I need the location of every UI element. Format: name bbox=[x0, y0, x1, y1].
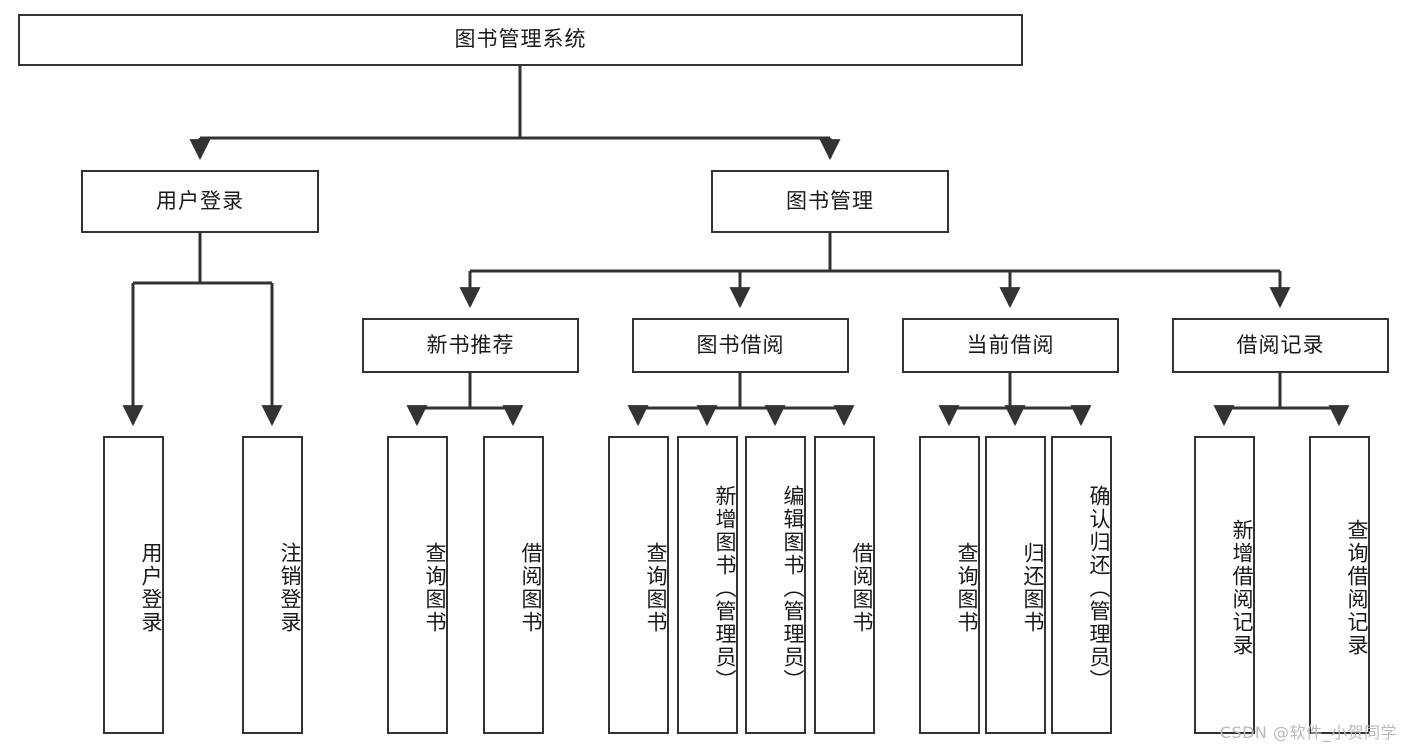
node-leaf-add-book[interactable]: 新增图书（管理员） bbox=[677, 436, 738, 734]
node-leaf-add-record-label: 新增借阅记录 bbox=[1230, 519, 1254, 657]
node-new-book-recommend[interactable]: 新书推荐 bbox=[362, 318, 579, 373]
node-leaf-edit-book[interactable]: 编辑图书（管理员） bbox=[745, 436, 806, 734]
node-leaf-edit-book-label: 编辑图书（管理员） bbox=[781, 484, 805, 692]
node-leaf-borrow-book-1-label: 借阅图书 bbox=[519, 542, 543, 634]
node-user-login[interactable]: 用户登录 bbox=[81, 170, 319, 233]
node-leaf-borrow-book-2-label: 借阅图书 bbox=[850, 542, 874, 634]
node-leaf-confirm-return-label: 确认归还（管理员） bbox=[1087, 484, 1111, 692]
node-leaf-borrow-book-2[interactable]: 借阅图书 bbox=[814, 436, 875, 734]
node-leaf-query-record[interactable]: 查询借阅记录 bbox=[1309, 436, 1370, 734]
node-leaf-add-book-label: 新增图书（管理员） bbox=[713, 484, 737, 692]
node-current-borrow-label: 当前借阅 bbox=[966, 332, 1055, 357]
node-borrow-record[interactable]: 借阅记录 bbox=[1172, 318, 1389, 373]
node-leaf-user-login-label: 用户登录 bbox=[139, 542, 163, 634]
node-leaf-return-book[interactable]: 归还图书 bbox=[985, 436, 1046, 734]
node-leaf-confirm-return[interactable]: 确认归还（管理员） bbox=[1051, 436, 1112, 734]
node-book-manage-label: 图书管理 bbox=[786, 188, 874, 213]
node-current-borrow[interactable]: 当前借阅 bbox=[902, 318, 1119, 373]
node-book-borrow[interactable]: 图书借阅 bbox=[632, 318, 849, 373]
node-leaf-logout[interactable]: 注销登录 bbox=[242, 436, 303, 734]
node-leaf-query-book-2-label: 查询图书 bbox=[644, 542, 668, 634]
node-borrow-record-label: 借阅记录 bbox=[1236, 332, 1325, 357]
node-leaf-borrow-book-1[interactable]: 借阅图书 bbox=[483, 436, 544, 734]
node-leaf-query-record-label: 查询借阅记录 bbox=[1345, 519, 1369, 657]
node-leaf-return-book-label: 归还图书 bbox=[1021, 542, 1045, 634]
node-leaf-user-login[interactable]: 用户登录 bbox=[103, 436, 164, 734]
node-leaf-query-book-3-label: 查询图书 bbox=[955, 542, 979, 634]
node-book-borrow-label: 图书借阅 bbox=[696, 332, 785, 357]
node-root[interactable]: 图书管理系统 bbox=[18, 14, 1023, 66]
node-book-manage[interactable]: 图书管理 bbox=[711, 170, 949, 233]
node-leaf-add-record[interactable]: 新增借阅记录 bbox=[1194, 436, 1255, 734]
node-new-book-recommend-label: 新书推荐 bbox=[426, 332, 515, 357]
node-root-label: 图书管理系统 bbox=[454, 27, 587, 52]
node-leaf-query-book-1[interactable]: 查询图书 bbox=[387, 436, 448, 734]
node-leaf-query-book-3[interactable]: 查询图书 bbox=[919, 436, 980, 734]
node-leaf-query-book-1-label: 查询图书 bbox=[423, 542, 447, 634]
csdn-watermark: CSDN @软件_小贺同学 bbox=[1219, 723, 1397, 742]
node-user-login-label: 用户登录 bbox=[156, 188, 244, 213]
node-leaf-query-book-2[interactable]: 查询图书 bbox=[608, 436, 669, 734]
node-leaf-logout-label: 注销登录 bbox=[278, 542, 302, 634]
